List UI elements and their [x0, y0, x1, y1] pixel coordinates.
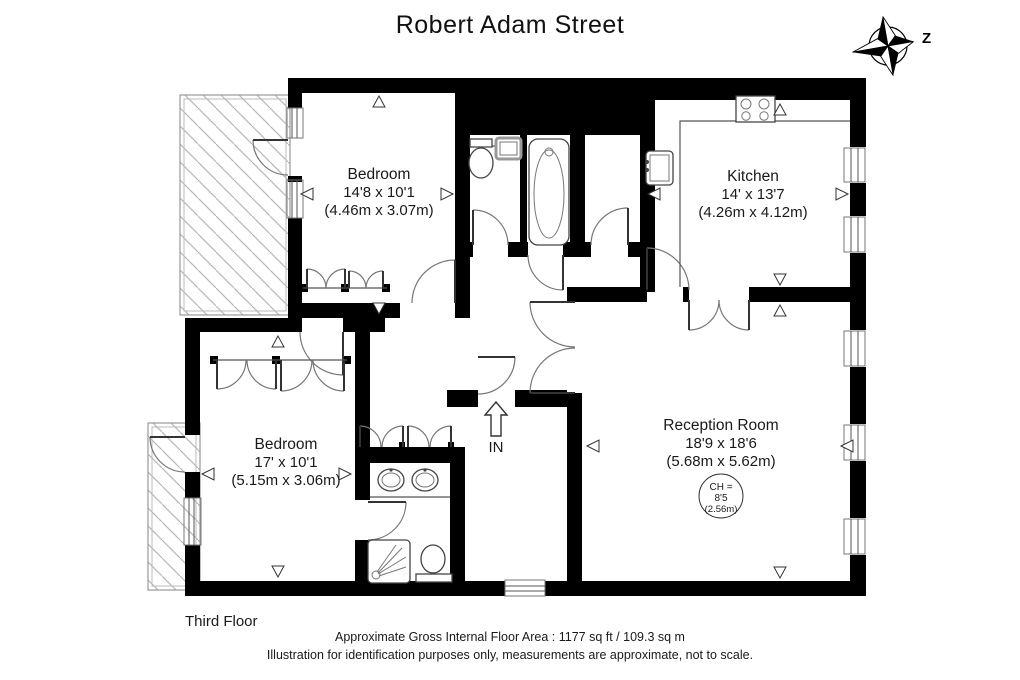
door-arc [252, 139, 289, 176]
window-marker [504, 579, 546, 597]
ch-imperial: 8'5 [714, 493, 727, 504]
area-line: Approximate Gross Internal Floor Area : … [335, 630, 685, 644]
windows [183, 107, 866, 597]
door-arc [646, 247, 690, 291]
window-marker [843, 330, 866, 367]
compass-direction-label: Z [922, 30, 931, 47]
window-marker [843, 216, 866, 253]
shower-icon [367, 539, 411, 584]
wardrobe-doors [213, 268, 452, 448]
disclaimer-line: Illustration for identification purposes… [267, 648, 753, 662]
svg-text:18'9 x 18'6: 18'9 x 18'6 [685, 435, 757, 452]
svg-text:(4.46m x 3.07m): (4.46m x 3.07m) [324, 202, 433, 219]
floor-label: Third Floor [185, 613, 258, 630]
svg-text:(4.26m x 4.12m): (4.26m x 4.12m) [698, 204, 807, 221]
door-arc [477, 356, 516, 395]
footer: Third Floor Approximate Gross Internal F… [185, 613, 753, 662]
toilet-icon [415, 544, 453, 583]
door-arc [367, 501, 407, 541]
door-arc [299, 331, 344, 376]
door-arc [527, 254, 564, 291]
room-label-bedroom-1: Bedroom 14'8 x 10'1 (4.46m x 3.07m) [324, 166, 433, 219]
bathroom-fixtures [468, 136, 570, 246]
walls [185, 78, 866, 596]
compass-icon: Z [852, 16, 931, 76]
toilet-icon [468, 138, 494, 179]
hand-basin-icon [494, 136, 523, 161]
bathtub-icon [528, 138, 570, 246]
hob-icon [735, 95, 776, 123]
counter-line [679, 120, 850, 287]
ch-metric: (2.56m) [705, 504, 738, 515]
kitchen-sink-icon [645, 150, 674, 186]
svg-text:14' x 13'7: 14' x 13'7 [721, 186, 784, 203]
shower-room-fixtures [367, 468, 453, 584]
door-arc [688, 299, 720, 331]
balcony-top-left [179, 94, 291, 316]
ch-prefix: CH = [709, 482, 732, 493]
window-marker [286, 179, 304, 219]
door-arc [529, 301, 576, 348]
svg-text:Bedroom: Bedroom [255, 436, 318, 453]
ceiling-height-badge: CH = 8'5 (2.56m) [698, 473, 744, 519]
double-sink-icon [377, 468, 439, 492]
svg-text:(5.15m x 3.06m): (5.15m x 3.06m) [231, 472, 340, 489]
kitchen-fixtures [645, 95, 850, 287]
door-arc [529, 347, 576, 394]
svg-text:Reception Room: Reception Room [663, 417, 778, 434]
svg-text:14'8 x 10'1: 14'8 x 10'1 [343, 184, 415, 201]
room-label-bedroom-2: Bedroom 17' x 10'1 (5.15m x 3.06m) [231, 436, 340, 489]
window-marker [286, 107, 304, 139]
door-arc [590, 207, 629, 246]
room-label-kitchen: Kitchen 14' x 13'7 (4.26m x 4.12m) [698, 168, 807, 221]
room-labels: Bedroom 14'8 x 10'1 (4.46m x 3.07m) Kitc… [231, 166, 807, 489]
doors [149, 139, 750, 541]
door-arc [472, 209, 509, 246]
window-marker [183, 497, 202, 546]
page-title: Robert Adam Street [396, 11, 625, 39]
entrance-label: IN [489, 439, 504, 456]
svg-text:(5.68m x 5.62m): (5.68m x 5.62m) [666, 453, 775, 470]
door-arc [411, 259, 456, 304]
measurement-markers [200, 94, 854, 580]
entrance: IN [483, 400, 509, 456]
svg-text:Bedroom: Bedroom [348, 166, 411, 183]
window-marker [843, 147, 866, 183]
door-arc [149, 436, 186, 473]
door-arc [718, 299, 750, 331]
window-marker [843, 518, 866, 555]
svg-text:Kitchen: Kitchen [727, 168, 779, 185]
entrance-arrow-icon [483, 400, 509, 437]
svg-text:17' x 10'1: 17' x 10'1 [254, 454, 317, 471]
room-label-reception: Reception Room 18'9 x 18'6 (5.68m x 5.62… [663, 417, 778, 470]
